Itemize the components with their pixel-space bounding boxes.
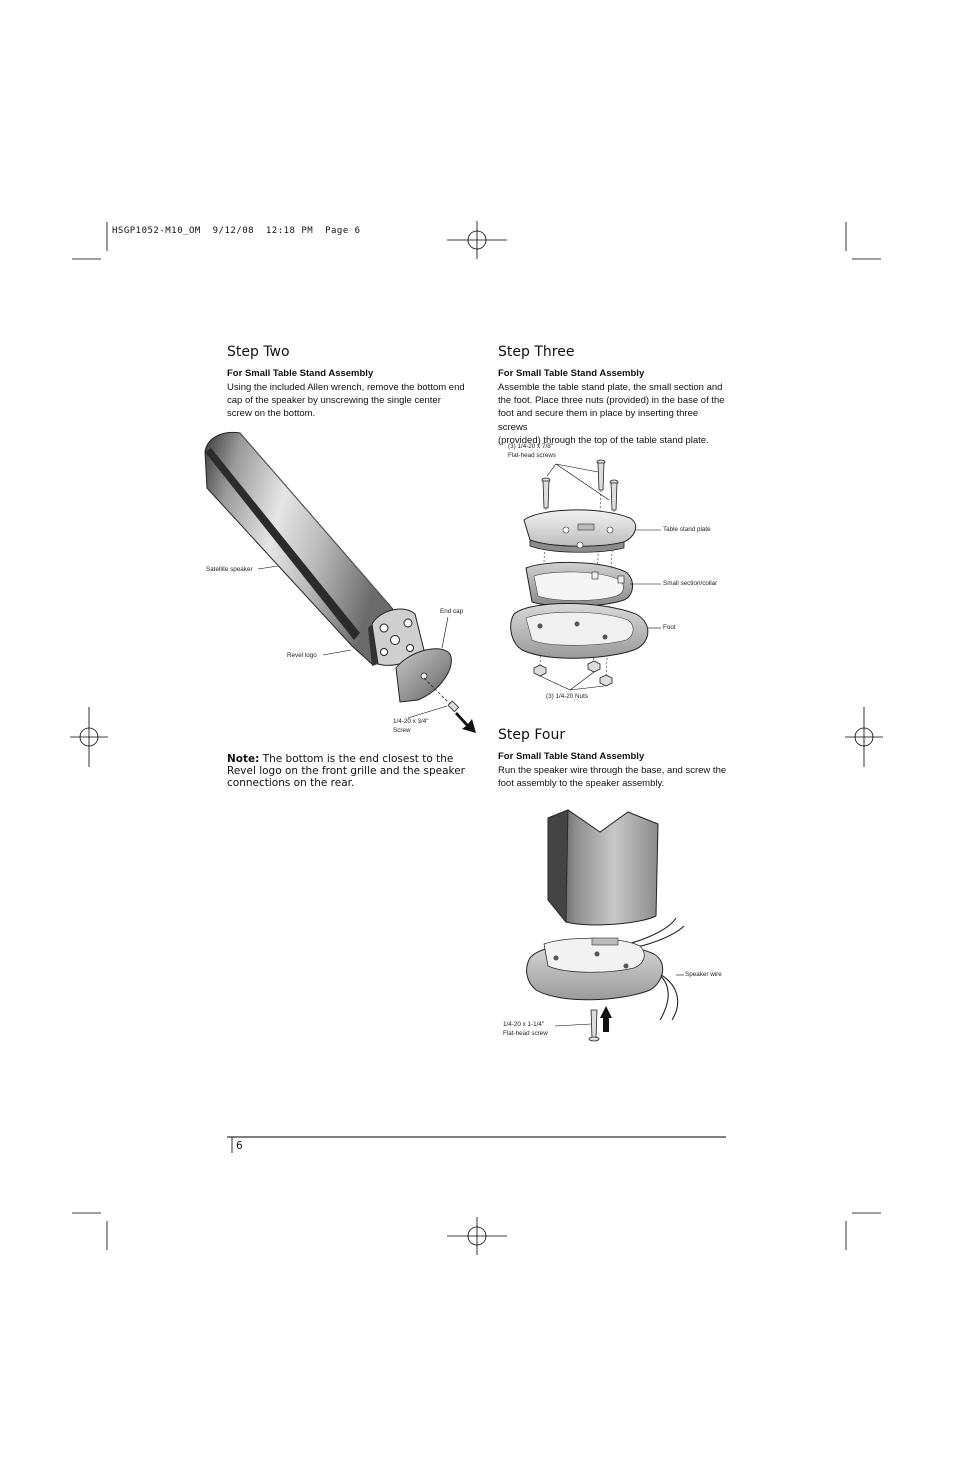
screw-part (447, 700, 460, 713)
registration-mark-left (70, 707, 108, 767)
slug-line: HSGP1052-M10_OM 9/12/08 12:18 PM Page 6 (112, 226, 361, 236)
step-two-section: Step Two For Small Table Stand Assembly … (227, 344, 467, 421)
removal-arrow-icon (455, 712, 476, 733)
nuts (533, 660, 613, 687)
small-section-collar-part (525, 561, 633, 607)
label-foot: Foot (663, 624, 676, 631)
step-three-section: Step Three For Small Table Stand Assembl… (498, 344, 728, 447)
foot-part (510, 603, 649, 659)
page-number: 6 (236, 1140, 243, 1152)
step-four-section: Step Four For Small Table Stand Assembly… (498, 727, 728, 790)
table-stand-plate-part (523, 509, 637, 553)
step-two-body: Using the included Allen wrench, remove … (227, 382, 465, 420)
label-screw: 1/4-20 x 3/4" Screw (393, 718, 429, 734)
label-end-cap: End cap (440, 608, 464, 615)
step-two-note: Note: The bottom is the end closest to t… (227, 753, 465, 789)
satellite-speaker-body (204, 431, 425, 666)
foot-assembly-part (526, 937, 664, 1001)
registration-mark-top (447, 221, 507, 259)
registration-mark-bottom (447, 1217, 507, 1255)
label-revel-logo: Revel logo (287, 652, 317, 659)
label-speaker-wire: Speaker wire (685, 971, 722, 978)
label-flat-head-screw: 1/4-20 x 1-1/4" Flat-head screw (503, 1021, 548, 1037)
label-flat-head-screws: (3) 1/4-20 x 7/8" Flat-head screws (508, 443, 556, 459)
insert-arrow-icon (600, 1006, 612, 1032)
step-two-subtitle: For Small Table Stand Assembly (227, 368, 374, 379)
label-small-section-collar: Small section/collar (663, 580, 718, 587)
flat-head-screw-part (588, 1009, 600, 1042)
label-satellite-speaker: Satellite speaker (206, 566, 253, 573)
note-label: Note: (227, 753, 260, 765)
label-table-stand-plate: Table stand plate (663, 526, 711, 533)
registration-mark-right (845, 707, 883, 767)
flat-head-screws (541, 459, 619, 511)
step-three-subtitle: For Small Table Stand Assembly (498, 368, 645, 379)
step-two-title: Step Two (227, 344, 290, 360)
step-four-subtitle: For Small Table Stand Assembly (498, 751, 645, 762)
step-three-title: Step Three (498, 344, 575, 360)
speaker-lower-section (547, 809, 659, 926)
step-three-body: Assemble the table stand plate, the smal… (498, 382, 725, 446)
step-four-body: Run the speaker wire through the base, a… (498, 765, 727, 790)
step-four-title: Step Four (498, 727, 566, 743)
label-nuts: (3) 1/4-20 Nuts (546, 693, 588, 700)
end-cap-part (395, 648, 452, 703)
